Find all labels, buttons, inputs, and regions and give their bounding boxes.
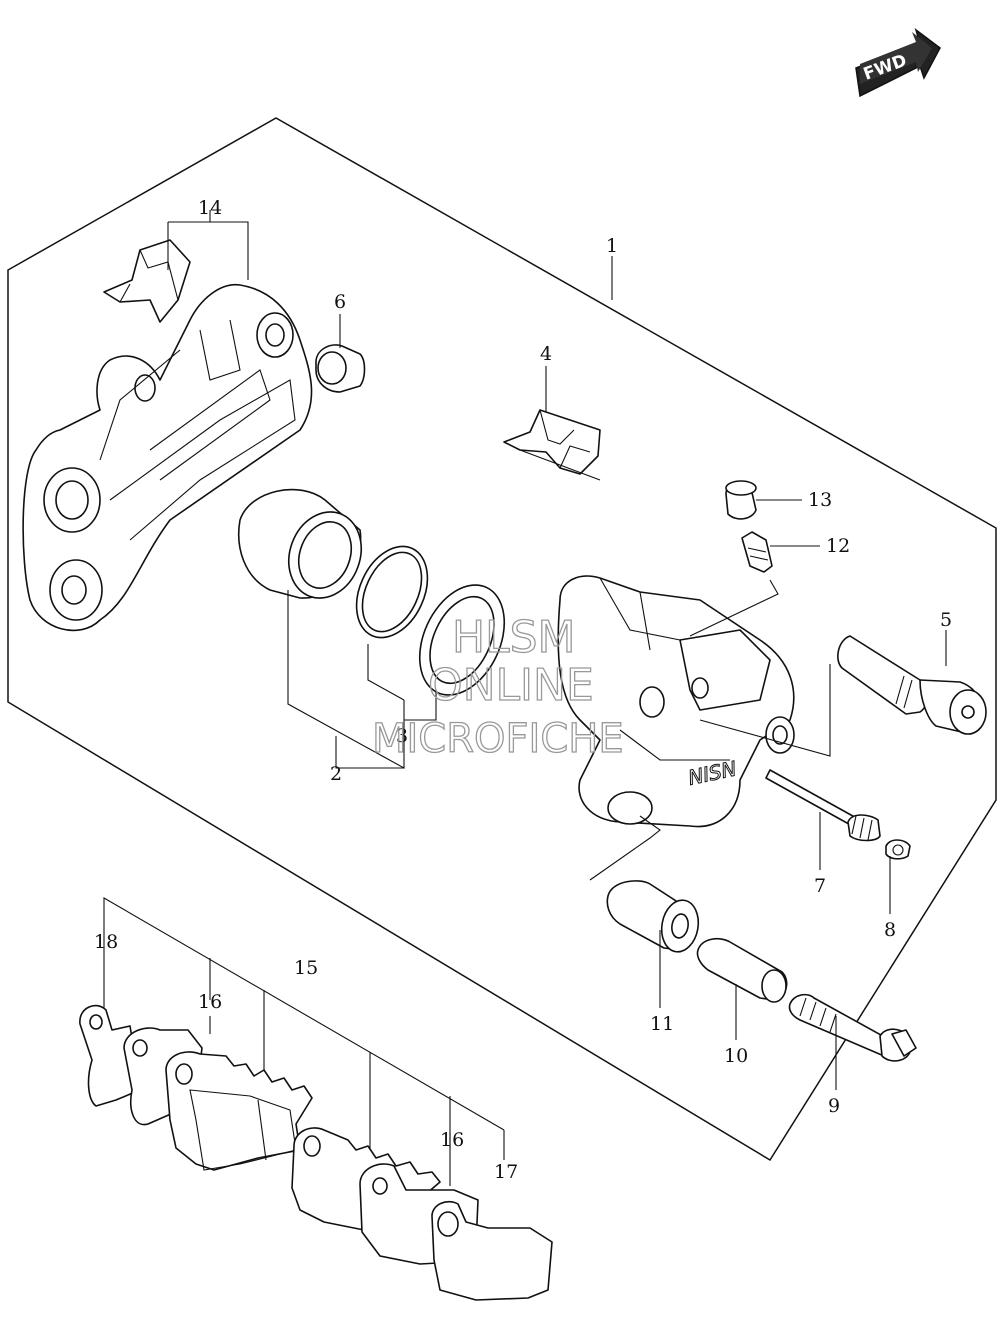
watermark-line-1: HLSM <box>452 612 576 663</box>
callout-5: 5 <box>940 609 952 631</box>
callout-3: 3 <box>396 725 408 747</box>
callout-16-right: 16 <box>440 1129 464 1151</box>
callout-8: 8 <box>884 919 896 941</box>
callout-18: 18 <box>94 931 118 953</box>
pad-set-outline <box>103 897 505 1131</box>
caliper-bushing <box>606 880 700 953</box>
callout-2: 2 <box>330 763 342 785</box>
callout-6: 6 <box>334 291 346 313</box>
callout-11: 11 <box>650 1013 674 1035</box>
callout-14: 14 <box>198 197 222 219</box>
brake-pad-a <box>165 1051 313 1171</box>
bolt-sleeve <box>696 937 788 1003</box>
piston <box>238 488 362 599</box>
slide-bolt-nut <box>885 839 911 860</box>
pad-shim-outer-b <box>431 1200 553 1301</box>
bleeder-valve <box>741 531 773 573</box>
mounting-bolt <box>788 993 917 1062</box>
callout-9: 9 <box>828 1095 840 1117</box>
callout-7: 7 <box>814 875 826 897</box>
bleeder-cap <box>725 480 757 520</box>
callout-16-left: 16 <box>198 991 222 1013</box>
callout-15: 15 <box>294 957 318 979</box>
fwd-direction-badge: FWD <box>855 28 941 98</box>
callout-13: 13 <box>808 489 832 511</box>
leader-lines <box>167 210 947 1186</box>
callout-labels: 1 2 3 4 5 6 7 8 9 10 11 12 13 14 15 16 1… <box>94 197 952 1183</box>
bushing-cap <box>315 344 366 393</box>
watermark: HLSM ONLINE MICROFICHE <box>371 611 624 762</box>
slide-pin <box>837 635 987 735</box>
caliper-bracket <box>22 283 313 632</box>
callout-10: 10 <box>724 1045 748 1067</box>
pad-spring-clip <box>103 239 191 323</box>
callout-4: 4 <box>540 343 552 365</box>
caliper-body: NISN <box>557 575 795 828</box>
assembly-outline <box>7 117 997 1162</box>
callout-17: 17 <box>494 1161 518 1183</box>
dust-seal <box>418 584 506 696</box>
callout-12: 12 <box>826 535 850 557</box>
callout-1: 1 <box>606 235 618 257</box>
watermark-line-2: ONLINE <box>428 660 594 711</box>
pad-retainer-spring <box>503 409 601 481</box>
piston-seal <box>355 545 429 639</box>
watermark-line-3: MICROFICHE <box>372 716 624 762</box>
slide-bolt <box>765 769 881 842</box>
